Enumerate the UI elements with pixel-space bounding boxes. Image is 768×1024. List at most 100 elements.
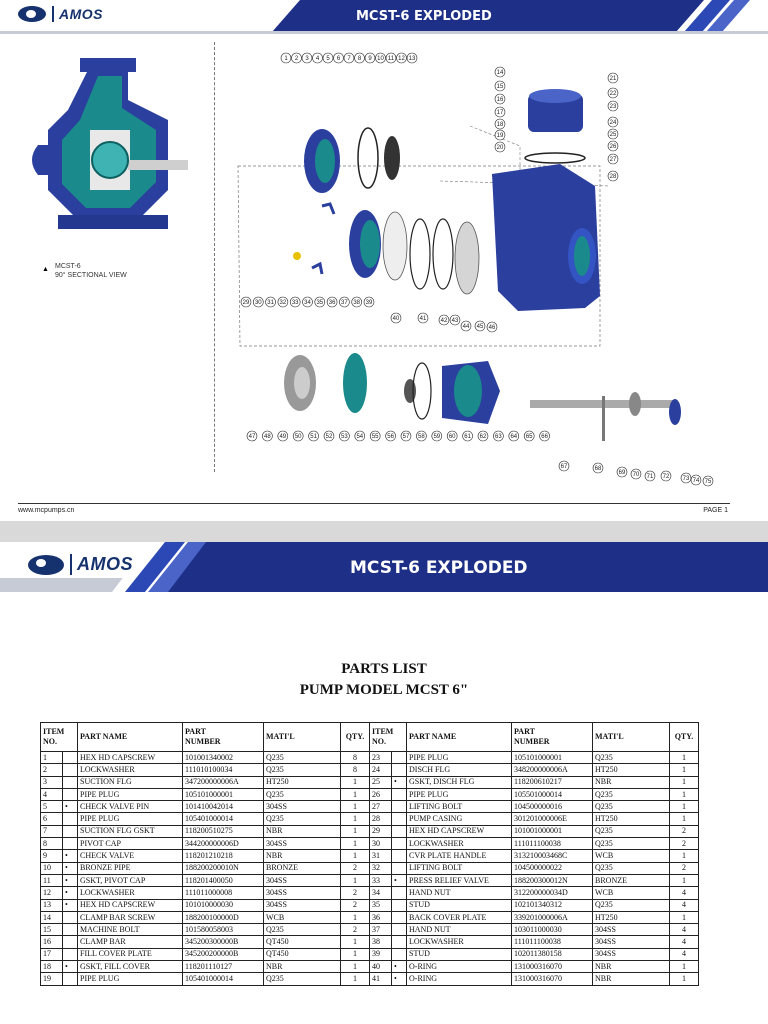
- callout-5: 5: [322, 52, 334, 64]
- svg-text:26: 26: [610, 144, 617, 150]
- svg-text:38: 38: [353, 300, 360, 306]
- svg-text:47: 47: [249, 434, 256, 440]
- svg-text:65: 65: [526, 434, 533, 440]
- callout-38: 38: [351, 296, 362, 308]
- cell-part-name: PIPE PLUG: [77, 972, 183, 986]
- cell-critical-mark: [62, 910, 78, 925]
- cell-item-no: 34: [369, 886, 392, 900]
- cell-item-no: 37: [369, 923, 392, 937]
- column-divider: [214, 42, 215, 472]
- callout-74: 74: [690, 474, 702, 486]
- cell-part-name: CVR PLATE HANDLE: [406, 849, 512, 863]
- cell-part-number: 118201110127: [182, 960, 264, 974]
- cell-part-number: 101410042014: [182, 800, 264, 814]
- header-banner-graphic: [0, 0, 768, 34]
- cell-material: HT250: [592, 763, 670, 777]
- cell-part-number: 111011000008: [182, 886, 264, 900]
- cell-quantity: 2: [340, 898, 370, 912]
- svg-text:10: 10: [377, 56, 384, 62]
- svg-text:43: 43: [452, 318, 459, 324]
- cell-critical-mark: [391, 750, 407, 765]
- callout-51: 51: [308, 430, 319, 442]
- cell-critical-mark: [391, 861, 407, 875]
- cell-material: 304SS: [263, 837, 341, 851]
- cell-critical-mark: [62, 763, 78, 777]
- cell-material: 304SS: [592, 947, 670, 962]
- callout-17: 17: [494, 106, 506, 118]
- callout-32: 32: [277, 296, 289, 308]
- callout-6: 6: [333, 52, 344, 64]
- website-url[interactable]: www.mcpumps.cn: [18, 507, 75, 514]
- cell-material: Q235: [592, 898, 670, 912]
- callout-66: 66: [539, 430, 550, 442]
- svg-text:42: 42: [441, 318, 448, 324]
- cell-part-number: 101010000030: [182, 898, 264, 912]
- svg-text:2: 2: [295, 56, 299, 62]
- cell-item-no: 3: [40, 775, 63, 789]
- cell-part-name: LIFTING BOLT: [406, 861, 512, 875]
- callout-57: 57: [400, 430, 412, 442]
- cell-part-name: BACK COVER PLATE: [406, 910, 512, 925]
- cell-item-no: 27: [369, 800, 392, 814]
- cell-critical-mark: •: [62, 886, 78, 900]
- cell-part-name: MACHINE BOLT: [77, 923, 183, 937]
- callout-42: 42: [438, 314, 450, 326]
- cell-quantity: 2: [340, 923, 370, 937]
- cell-part-number: 339201000006A: [511, 910, 593, 925]
- callout-12: 12: [396, 52, 407, 64]
- cell-part-name: PIVOT CAP: [77, 837, 183, 851]
- cell-critical-mark: [62, 923, 78, 937]
- svg-text:62: 62: [480, 434, 487, 440]
- cell-item-no: 33: [369, 873, 392, 888]
- cell-quantity: 1: [669, 849, 699, 863]
- svg-text:8: 8: [358, 56, 362, 62]
- callout-41: 41: [417, 312, 429, 324]
- cell-quantity: 4: [669, 898, 699, 912]
- callout-34: 34: [302, 296, 313, 308]
- svg-text:14: 14: [497, 70, 504, 76]
- cell-quantity: 4: [669, 947, 699, 962]
- svg-text:40: 40: [393, 316, 400, 322]
- cell-material: Q235: [592, 824, 670, 839]
- svg-text:46: 46: [489, 325, 496, 331]
- cell-part-number: 345200200000B: [182, 947, 264, 962]
- cell-part-number: 345200300000B: [182, 935, 264, 949]
- cell-part-name: HEX HD CAPSCREW: [406, 824, 512, 839]
- cell-quantity: 1: [669, 775, 699, 789]
- svg-text:11: 11: [388, 56, 395, 62]
- cell-part-number: 188200100000D: [182, 910, 264, 925]
- cell-item-no: 31: [369, 849, 392, 863]
- cell-critical-mark: [391, 898, 407, 912]
- cell-item-no: 15: [40, 923, 63, 937]
- cell-material: NBR: [263, 849, 341, 863]
- svg-text:72: 72: [663, 474, 670, 480]
- cell-item-no: 29: [369, 824, 392, 839]
- caption-model: MCST-6: [55, 263, 81, 270]
- callout-37: 37: [339, 296, 350, 308]
- cell-critical-mark: •: [391, 960, 407, 974]
- cell-part-number: 101001340002: [182, 750, 264, 765]
- svg-text:37: 37: [341, 300, 348, 306]
- callout-3: 3: [301, 52, 313, 64]
- callout-48: 48: [262, 430, 273, 442]
- cell-material: NBR: [592, 775, 670, 789]
- cell-material: WCB: [592, 849, 670, 863]
- cell-item-no: 17: [40, 947, 63, 962]
- callout-73: 73: [680, 472, 692, 484]
- svg-text:13: 13: [409, 56, 416, 62]
- cell-part-number: 313210003468C: [511, 849, 593, 863]
- cell-critical-mark: [62, 935, 78, 949]
- cell-part-number: 188200300012N: [511, 873, 593, 888]
- cell-item-no: 40: [369, 960, 392, 974]
- cell-material: Q235: [592, 750, 670, 765]
- cell-quantity: 4: [669, 886, 699, 900]
- cell-part-name: O-RING: [406, 972, 512, 986]
- svg-text:74: 74: [693, 478, 700, 484]
- sectional-view-illustration: [32, 58, 188, 229]
- callout-54: 54: [354, 430, 366, 442]
- cell-part-name: DISCH FLG: [406, 763, 512, 777]
